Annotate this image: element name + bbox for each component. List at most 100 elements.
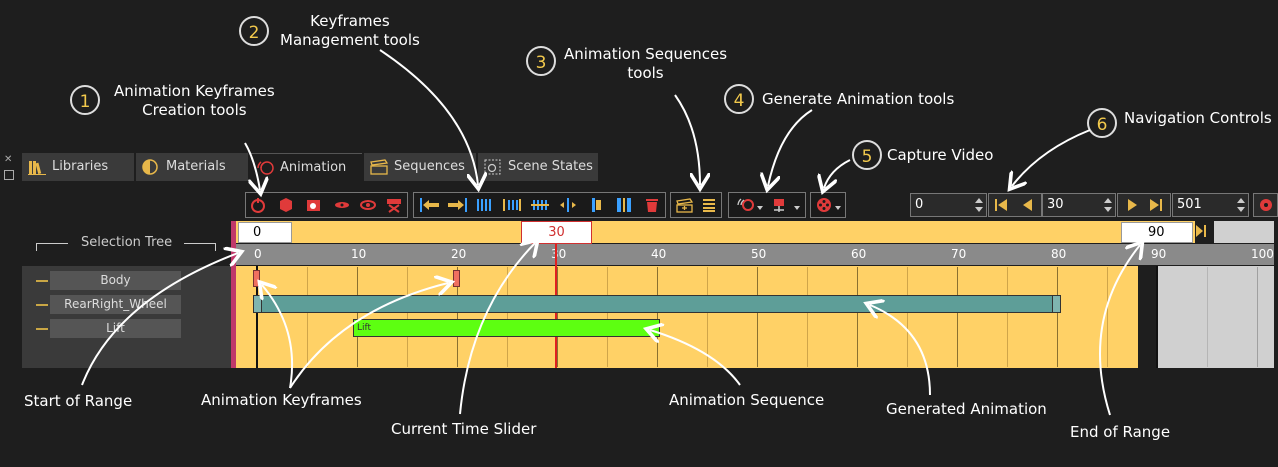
tab-materials[interactable]: Materials bbox=[136, 153, 248, 181]
callout-4-label: Generate Animation tools bbox=[762, 90, 955, 108]
key-visibility-icon[interactable] bbox=[333, 197, 351, 213]
ruler-tick-label: 10 bbox=[351, 247, 367, 261]
range-bar-right-gray bbox=[1214, 221, 1274, 243]
current-time-input[interactable]: 30 bbox=[521, 221, 592, 244]
start-frame-value: 0 bbox=[915, 197, 924, 212]
new-sequence-icon[interactable] bbox=[676, 197, 694, 213]
grid-line bbox=[807, 267, 808, 367]
go-prev-key-icon[interactable] bbox=[419, 197, 441, 213]
film-reel-icon[interactable] bbox=[815, 197, 845, 213]
generated-animation-handle-start[interactable] bbox=[253, 295, 262, 313]
tab-scene-states-label: Scene States bbox=[508, 159, 593, 174]
start-frame-spinner-icon[interactable] bbox=[975, 197, 983, 213]
track-pin-lift[interactable] bbox=[36, 328, 48, 330]
delete-keys-icon[interactable] bbox=[643, 197, 661, 213]
close-panel-icon[interactable]: ✕ bbox=[4, 154, 13, 165]
ruler-tick-label: 60 bbox=[851, 247, 867, 261]
tab-animation[interactable]: Animation bbox=[250, 153, 362, 181]
range-bar[interactable] bbox=[231, 221, 1195, 243]
end-frame-value: 501 bbox=[1177, 197, 1202, 212]
capture-video-toolbar bbox=[810, 192, 846, 218]
generated-animation-handle-end[interactable] bbox=[1052, 295, 1061, 313]
step-back-icon[interactable] bbox=[1021, 199, 1033, 211]
current-time-line-ruler bbox=[555, 244, 557, 266]
keyframe[interactable] bbox=[453, 270, 460, 287]
grid-line bbox=[1257, 267, 1258, 367]
keyframe[interactable] bbox=[253, 270, 260, 287]
end-frame-spinner-icon[interactable] bbox=[1237, 197, 1245, 213]
align-keys-icon[interactable] bbox=[587, 197, 605, 213]
generate-motion-icon[interactable] bbox=[771, 197, 803, 213]
sequences-toolbar bbox=[670, 192, 722, 218]
generate-rotation-icon[interactable] bbox=[735, 197, 765, 213]
ruler-tick-label: 50 bbox=[751, 247, 767, 261]
key-camera-icon[interactable] bbox=[305, 197, 323, 213]
animation-sequence-annotation: Animation Sequence bbox=[669, 391, 825, 409]
step-forward-icon[interactable] bbox=[1127, 199, 1139, 211]
selection-tree-label: Selection Tree bbox=[81, 235, 173, 250]
track-area[interactable] bbox=[236, 266, 1138, 368]
current-frame-spinner-icon[interactable] bbox=[1104, 197, 1112, 213]
range-end-handle-icon[interactable] bbox=[1195, 224, 1207, 238]
end-frame-input[interactable]: 501 bbox=[1172, 193, 1249, 217]
scale-keys-icon[interactable] bbox=[531, 197, 549, 213]
go-to-start-icon[interactable] bbox=[995, 199, 1007, 211]
key-all-icon[interactable] bbox=[249, 197, 267, 213]
books-icon bbox=[28, 161, 46, 175]
track-pin-body[interactable] bbox=[36, 280, 48, 282]
start-frame-input[interactable]: 0 bbox=[910, 193, 987, 217]
track-label-lift[interactable]: Lift bbox=[50, 319, 181, 338]
group-keys-icon[interactable] bbox=[503, 197, 521, 213]
start-of-range-label: Start of Range bbox=[24, 392, 133, 410]
tab-scene-states[interactable]: Scene States bbox=[478, 153, 598, 181]
grid-line bbox=[657, 267, 658, 367]
callout-4-number: 4 bbox=[724, 84, 754, 114]
tab-animation-label: Animation bbox=[280, 160, 347, 175]
selection-tree-line-left bbox=[36, 243, 68, 244]
key-director-icon[interactable] bbox=[385, 197, 403, 213]
invert-keys-icon[interactable] bbox=[615, 197, 633, 213]
go-to-end-icon[interactable] bbox=[1150, 199, 1162, 211]
key-eye-icon[interactable] bbox=[359, 197, 377, 213]
track-pin-rearright-wheel[interactable] bbox=[36, 304, 48, 306]
track-area-beyond-range bbox=[1157, 266, 1274, 368]
grid-line bbox=[307, 267, 308, 367]
sequence-list-icon[interactable] bbox=[700, 197, 718, 213]
key-position-icon[interactable] bbox=[277, 197, 295, 213]
generated-animation-annotation: Generated Animation bbox=[886, 400, 1047, 418]
grid-line bbox=[707, 267, 708, 367]
animation-sequence-bar[interactable]: Lift bbox=[353, 319, 660, 337]
selection-tree-line-tick-right bbox=[215, 243, 216, 251]
grid-line bbox=[1107, 267, 1108, 367]
grid-line bbox=[407, 267, 408, 367]
tab-libraries[interactable]: Libraries bbox=[22, 153, 134, 181]
current-time-line[interactable] bbox=[555, 266, 557, 368]
selection-tree-line-right bbox=[184, 243, 216, 244]
range-end-input[interactable]: 90 bbox=[1121, 222, 1193, 243]
float-panel-icon[interactable] bbox=[4, 170, 14, 180]
grid-line bbox=[357, 267, 358, 367]
track-label-body[interactable]: Body bbox=[50, 271, 181, 290]
ruler-tick-label: 30 bbox=[551, 247, 567, 261]
range-start-input[interactable]: 0 bbox=[238, 222, 292, 243]
grid-line bbox=[557, 267, 558, 367]
generate-animation-toolbar bbox=[728, 192, 806, 218]
ruler-tick-label: 40 bbox=[651, 247, 667, 261]
go-next-key-icon[interactable] bbox=[446, 197, 468, 213]
generated-animation-bar[interactable] bbox=[253, 295, 1061, 313]
ruler-tick-label: 0 bbox=[254, 247, 262, 261]
tab-libraries-label: Libraries bbox=[52, 159, 109, 174]
ruler-tick-label: 90 bbox=[1151, 247, 1167, 261]
current-frame-input[interactable]: 30 bbox=[1042, 193, 1116, 217]
track-label-rearright-wheel[interactable]: RearRight_Wheel bbox=[50, 295, 181, 314]
gear-icon[interactable] bbox=[1259, 198, 1273, 212]
move-keys-icon[interactable] bbox=[559, 197, 577, 213]
animation-keyframes-label: Animation Keyframes bbox=[201, 391, 362, 409]
current-time-value: 30 bbox=[548, 225, 565, 240]
tab-sequences[interactable]: Sequences bbox=[364, 153, 476, 181]
select-keys-icon[interactable] bbox=[475, 197, 493, 213]
grid-line bbox=[1207, 267, 1208, 367]
